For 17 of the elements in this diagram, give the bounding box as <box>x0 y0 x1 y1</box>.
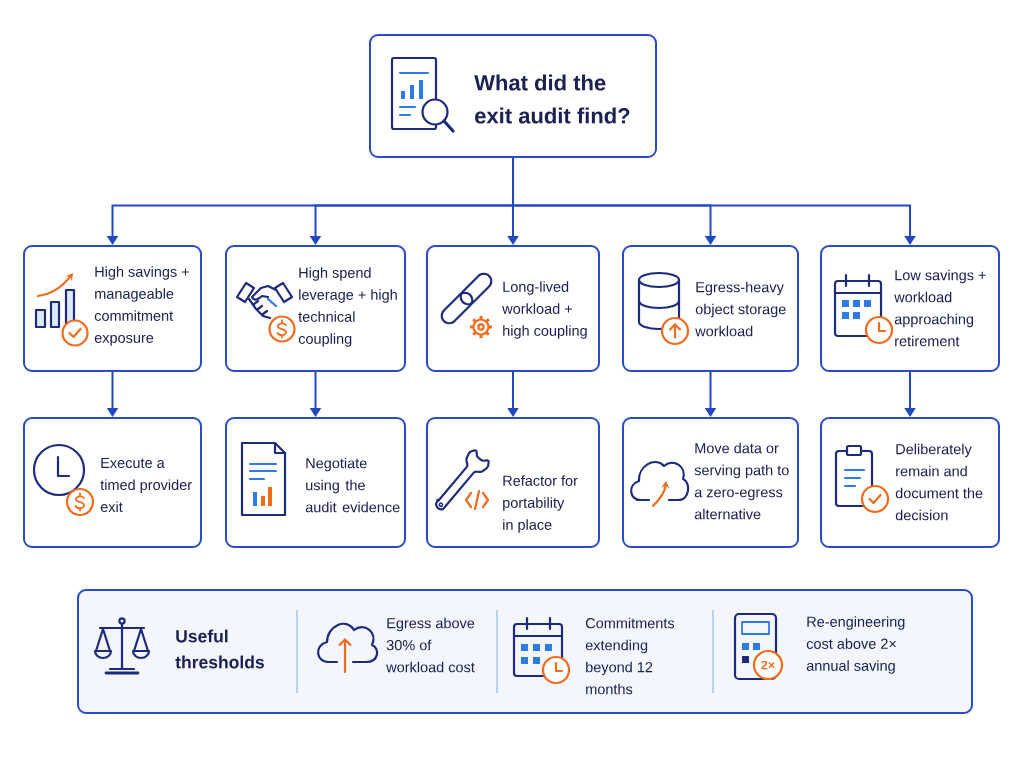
threshold-text: Re-engineering cost above 2× annual saving <box>806 616 905 674</box>
action-box: Move data or serving path to a zero-egress alternative <box>622 417 799 548</box>
threshold-text: Egress above 30% of workload cost <box>386 617 475 673</box>
action-box: Execute a timed provider exit <box>23 417 202 548</box>
action-box: Negotiate using the audit evidence <box>225 417 406 548</box>
finding-box: High spend leverage + high technical coupling <box>225 245 406 372</box>
arrow <box>512 157 916 245</box>
multiplier-badge: 2× <box>752 649 784 681</box>
action-box: Deliberately remain and document the decision <box>820 417 1000 548</box>
action-box: Refactor for portability in place <box>426 417 600 548</box>
finding-box: Low savings + workload approaching retirement <box>820 245 1000 372</box>
finding-box: Egress-heavy object storage workload <box>622 245 799 372</box>
panel-heading: Useful thresholds <box>175 629 264 669</box>
threshold-text: Commitments extending beyond 12 months <box>585 617 675 695</box>
finding-box: Long-lived workload + high coupling <box>426 245 600 372</box>
question-box: What did the exit audit find? <box>369 34 657 158</box>
finding-box: High savings + manageable commitment exposure <box>23 245 202 372</box>
